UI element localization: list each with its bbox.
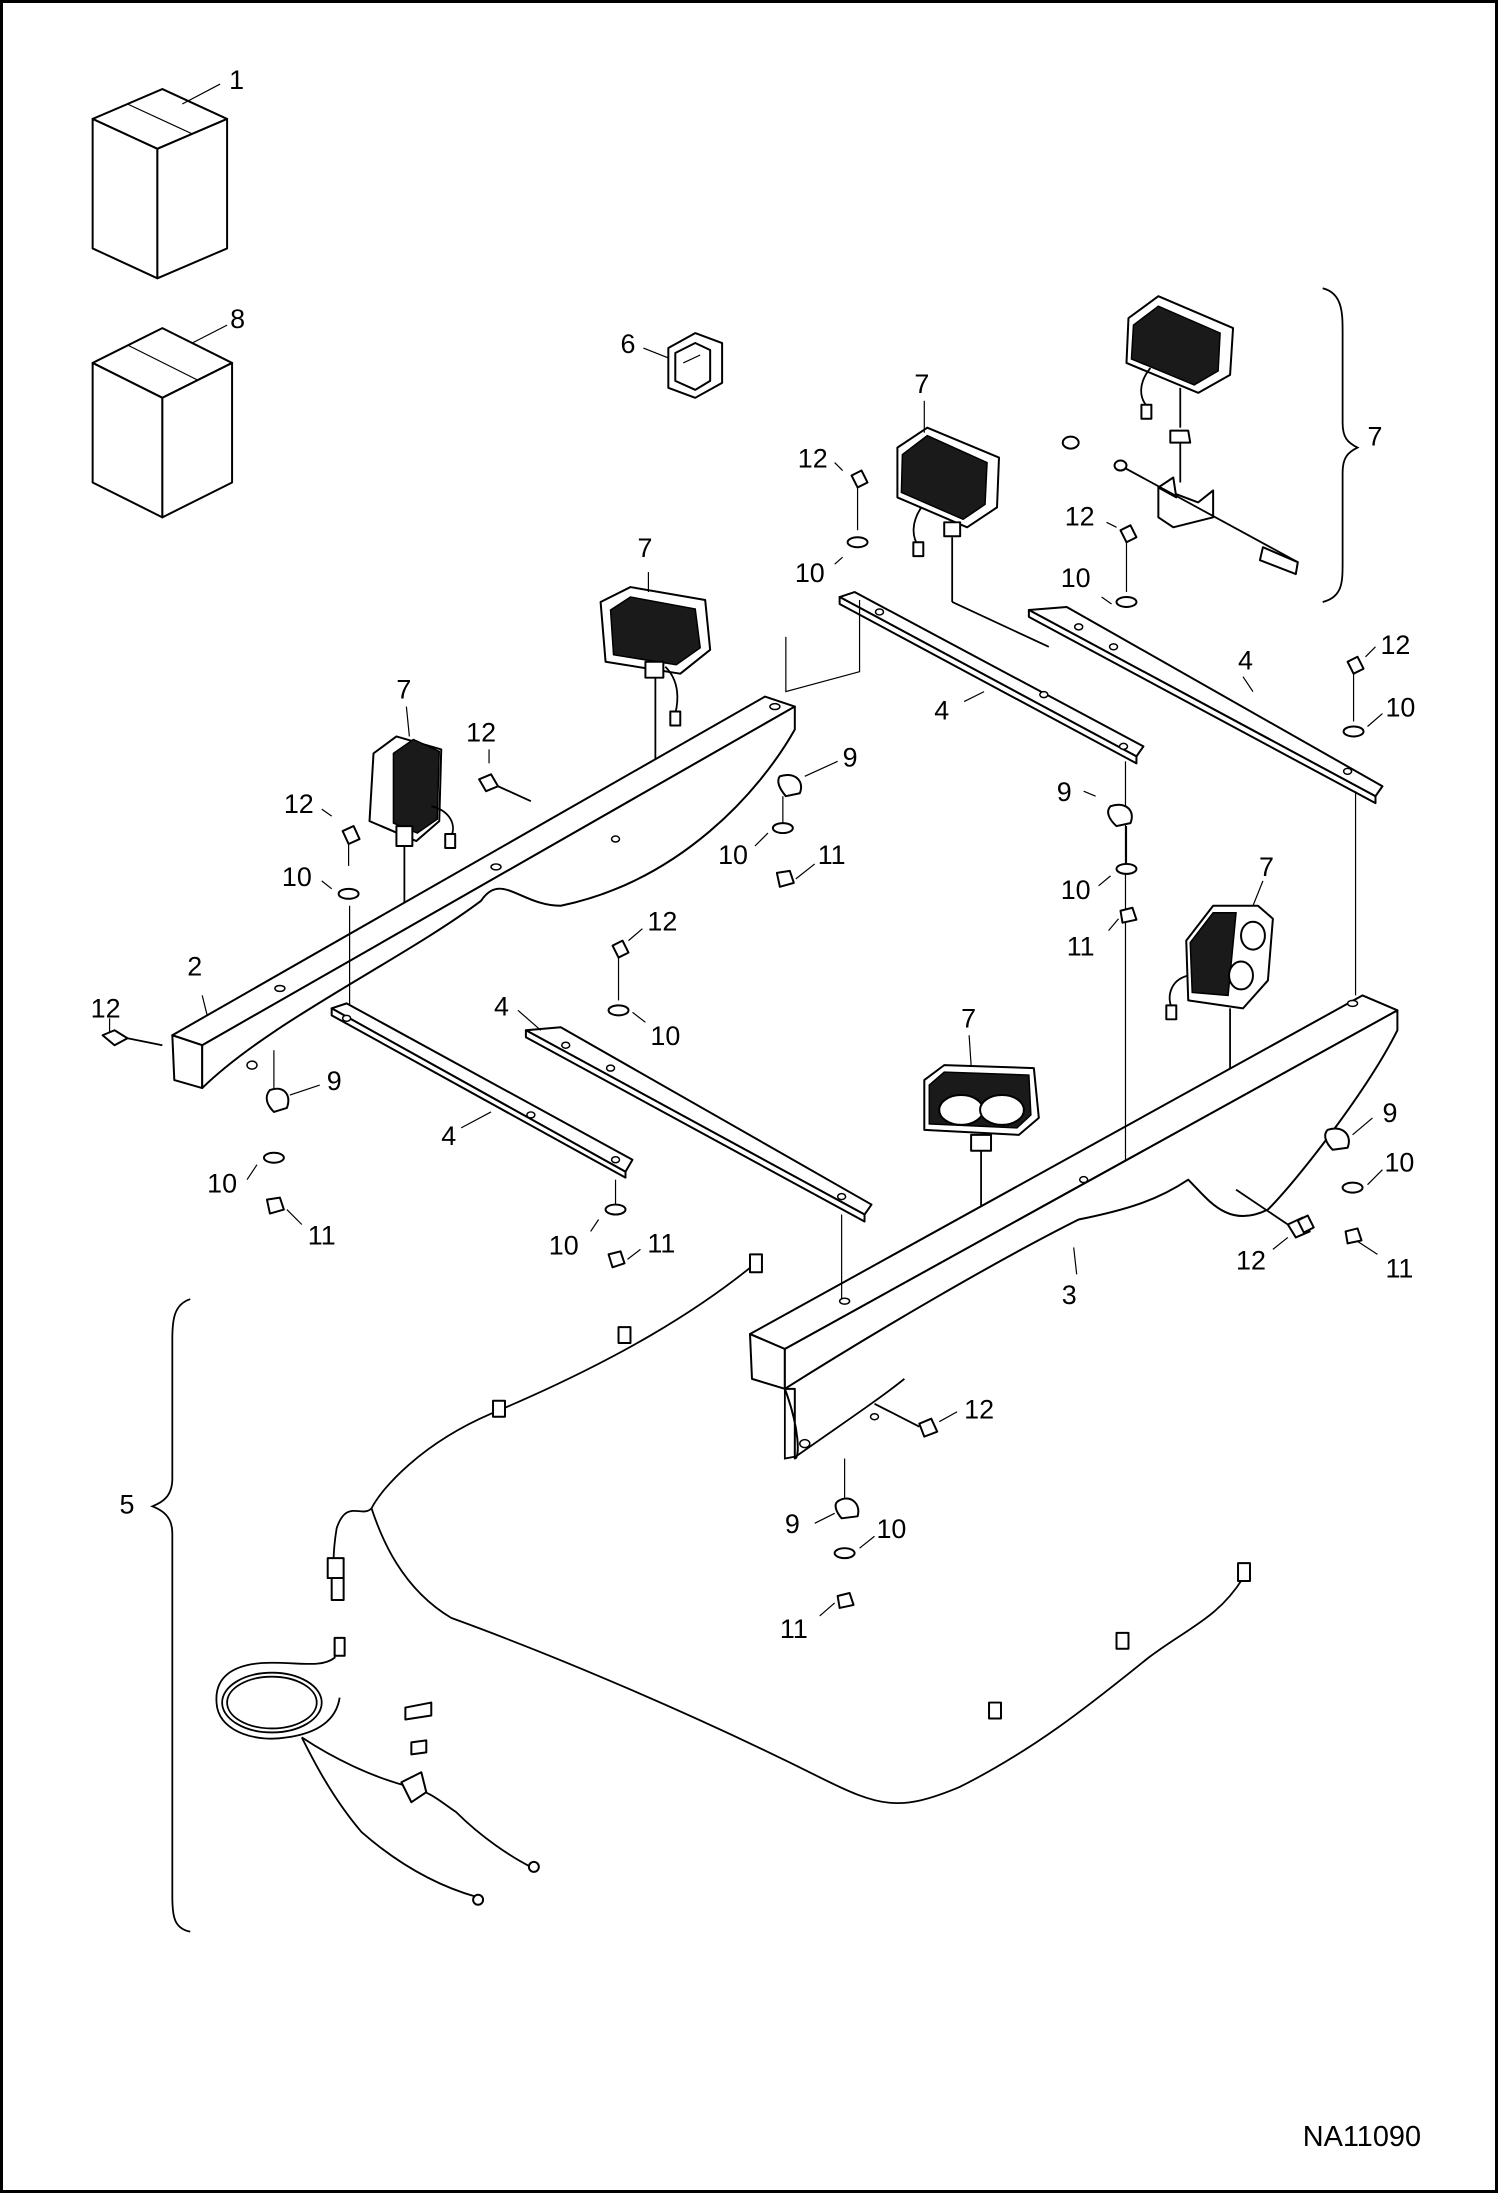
callout-10-middle: 10 <box>718 840 748 870</box>
callout-10-lower-left: 10 <box>549 1230 579 1260</box>
callout-9-far-right: 9 <box>1382 1098 1397 1128</box>
hardware-stack-right-center <box>1107 803 1138 924</box>
callout-7-upper-center: 7 <box>914 369 929 399</box>
callout-9-bottom: 9 <box>785 1509 800 1539</box>
document-id: NA11090 <box>1303 2121 1421 2153</box>
alignment-lines <box>349 599 1357 1300</box>
callout-12-lower-center: 12 <box>647 907 677 937</box>
part-6-rocker-switch <box>667 332 724 399</box>
callout-12-bar2-side: 12 <box>466 717 496 747</box>
part-2-angle-bracket <box>171 695 796 1090</box>
callout-10-upper-right-center: 10 <box>1061 563 1091 593</box>
part-7-light-upper-left <box>599 586 712 777</box>
hardware-stack-lower-left <box>604 1179 627 1269</box>
hardware-stack-bottom <box>833 1402 939 1609</box>
callout-4-upper-center: 4 <box>934 696 949 726</box>
callout-10-far-right-top: 10 <box>1385 693 1415 723</box>
part-5-wiring-harness <box>215 1253 1251 1906</box>
callout-7-bottom-center: 7 <box>961 1003 976 1033</box>
part-7-light-left <box>368 735 457 919</box>
callout-11-right-center: 11 <box>1067 932 1095 962</box>
callout-10-far-right: 10 <box>1384 1148 1414 1178</box>
callout-10-upper-left: 10 <box>282 862 312 892</box>
callout-10-bottom: 10 <box>876 1514 906 1544</box>
callout-8: 8 <box>230 304 245 334</box>
callout-10-lower-center: 10 <box>650 1021 680 1051</box>
hardware-stack-lower-center <box>607 939 630 1017</box>
callout-10-upper-center: 10 <box>795 558 825 588</box>
callout-12-upper-left: 12 <box>284 789 314 819</box>
hardware-stack-left <box>101 1029 290 1215</box>
callout-11-bottom: 11 <box>780 1614 808 1644</box>
part-4-strap-upper <box>838 591 1145 765</box>
callout-3: 3 <box>1062 1280 1077 1310</box>
callout-4-upper-right: 4 <box>1238 646 1253 676</box>
callout-6: 6 <box>621 329 636 359</box>
callout-9-right-center: 9 <box>1057 777 1072 807</box>
callout-7-kit: 7 <box>1368 422 1383 452</box>
part-7-light-upper-center <box>896 426 1050 648</box>
callout-5: 5 <box>120 1489 135 1519</box>
callout-11-middle: 11 <box>818 840 846 870</box>
part-4-strap-lower-left <box>330 1002 634 1179</box>
part-3-angle-bracket <box>748 994 1399 1460</box>
callout-12-left-end: 12 <box>91 993 121 1023</box>
callout-4-lower-left: 4 <box>441 1121 456 1151</box>
callout-11-far-right: 11 <box>1385 1253 1413 1283</box>
callout-2: 2 <box>187 951 202 981</box>
hardware-stack-middle <box>771 774 802 888</box>
hardware-stack-upper-center <box>846 469 869 549</box>
part-8-box <box>91 327 234 519</box>
part-1-box <box>91 88 229 280</box>
hardware-bolt-bar3-right <box>1296 1214 1315 1234</box>
hardware-stack-far-right-top <box>1342 655 1365 738</box>
callout-11-lower-left: 11 <box>647 1228 675 1258</box>
part-4-strap-lower-center <box>524 1026 873 1223</box>
callout-1: 1 <box>229 65 244 95</box>
hardware-stack-upper-left <box>337 773 532 900</box>
callout-11-left: 11 <box>308 1220 336 1250</box>
hardware-stack-upper-right-center <box>1115 524 1138 608</box>
callout-12-upper-center: 12 <box>798 444 828 474</box>
callout-12-far-right-top: 12 <box>1380 630 1410 660</box>
part-7-light-kit <box>1061 295 1299 576</box>
callout-4-lower-center: 4 <box>494 991 509 1021</box>
callout-9-left: 9 <box>327 1066 342 1096</box>
part-7-light-bottom-center <box>923 1064 1040 1232</box>
callout-12-upper-right-center: 12 <box>1065 501 1095 531</box>
callout-12-far-right-side: 12 <box>1236 1245 1266 1275</box>
part-4-strap-upper-right <box>1027 605 1384 805</box>
part-7-light-right <box>1165 904 1274 1081</box>
callout-10-right-center: 10 <box>1061 875 1091 905</box>
callout-7-right: 7 <box>1259 852 1274 882</box>
callout-7-left: 7 <box>396 675 411 705</box>
exploded-parts-diagram: 1 8 6 7 <box>91 65 1421 2153</box>
callout-10-left: 10 <box>207 1169 237 1199</box>
callout-9-middle: 9 <box>843 742 858 772</box>
callout-7-upper-left: 7 <box>637 533 652 563</box>
callout-12-bottom: 12 <box>964 1395 994 1425</box>
